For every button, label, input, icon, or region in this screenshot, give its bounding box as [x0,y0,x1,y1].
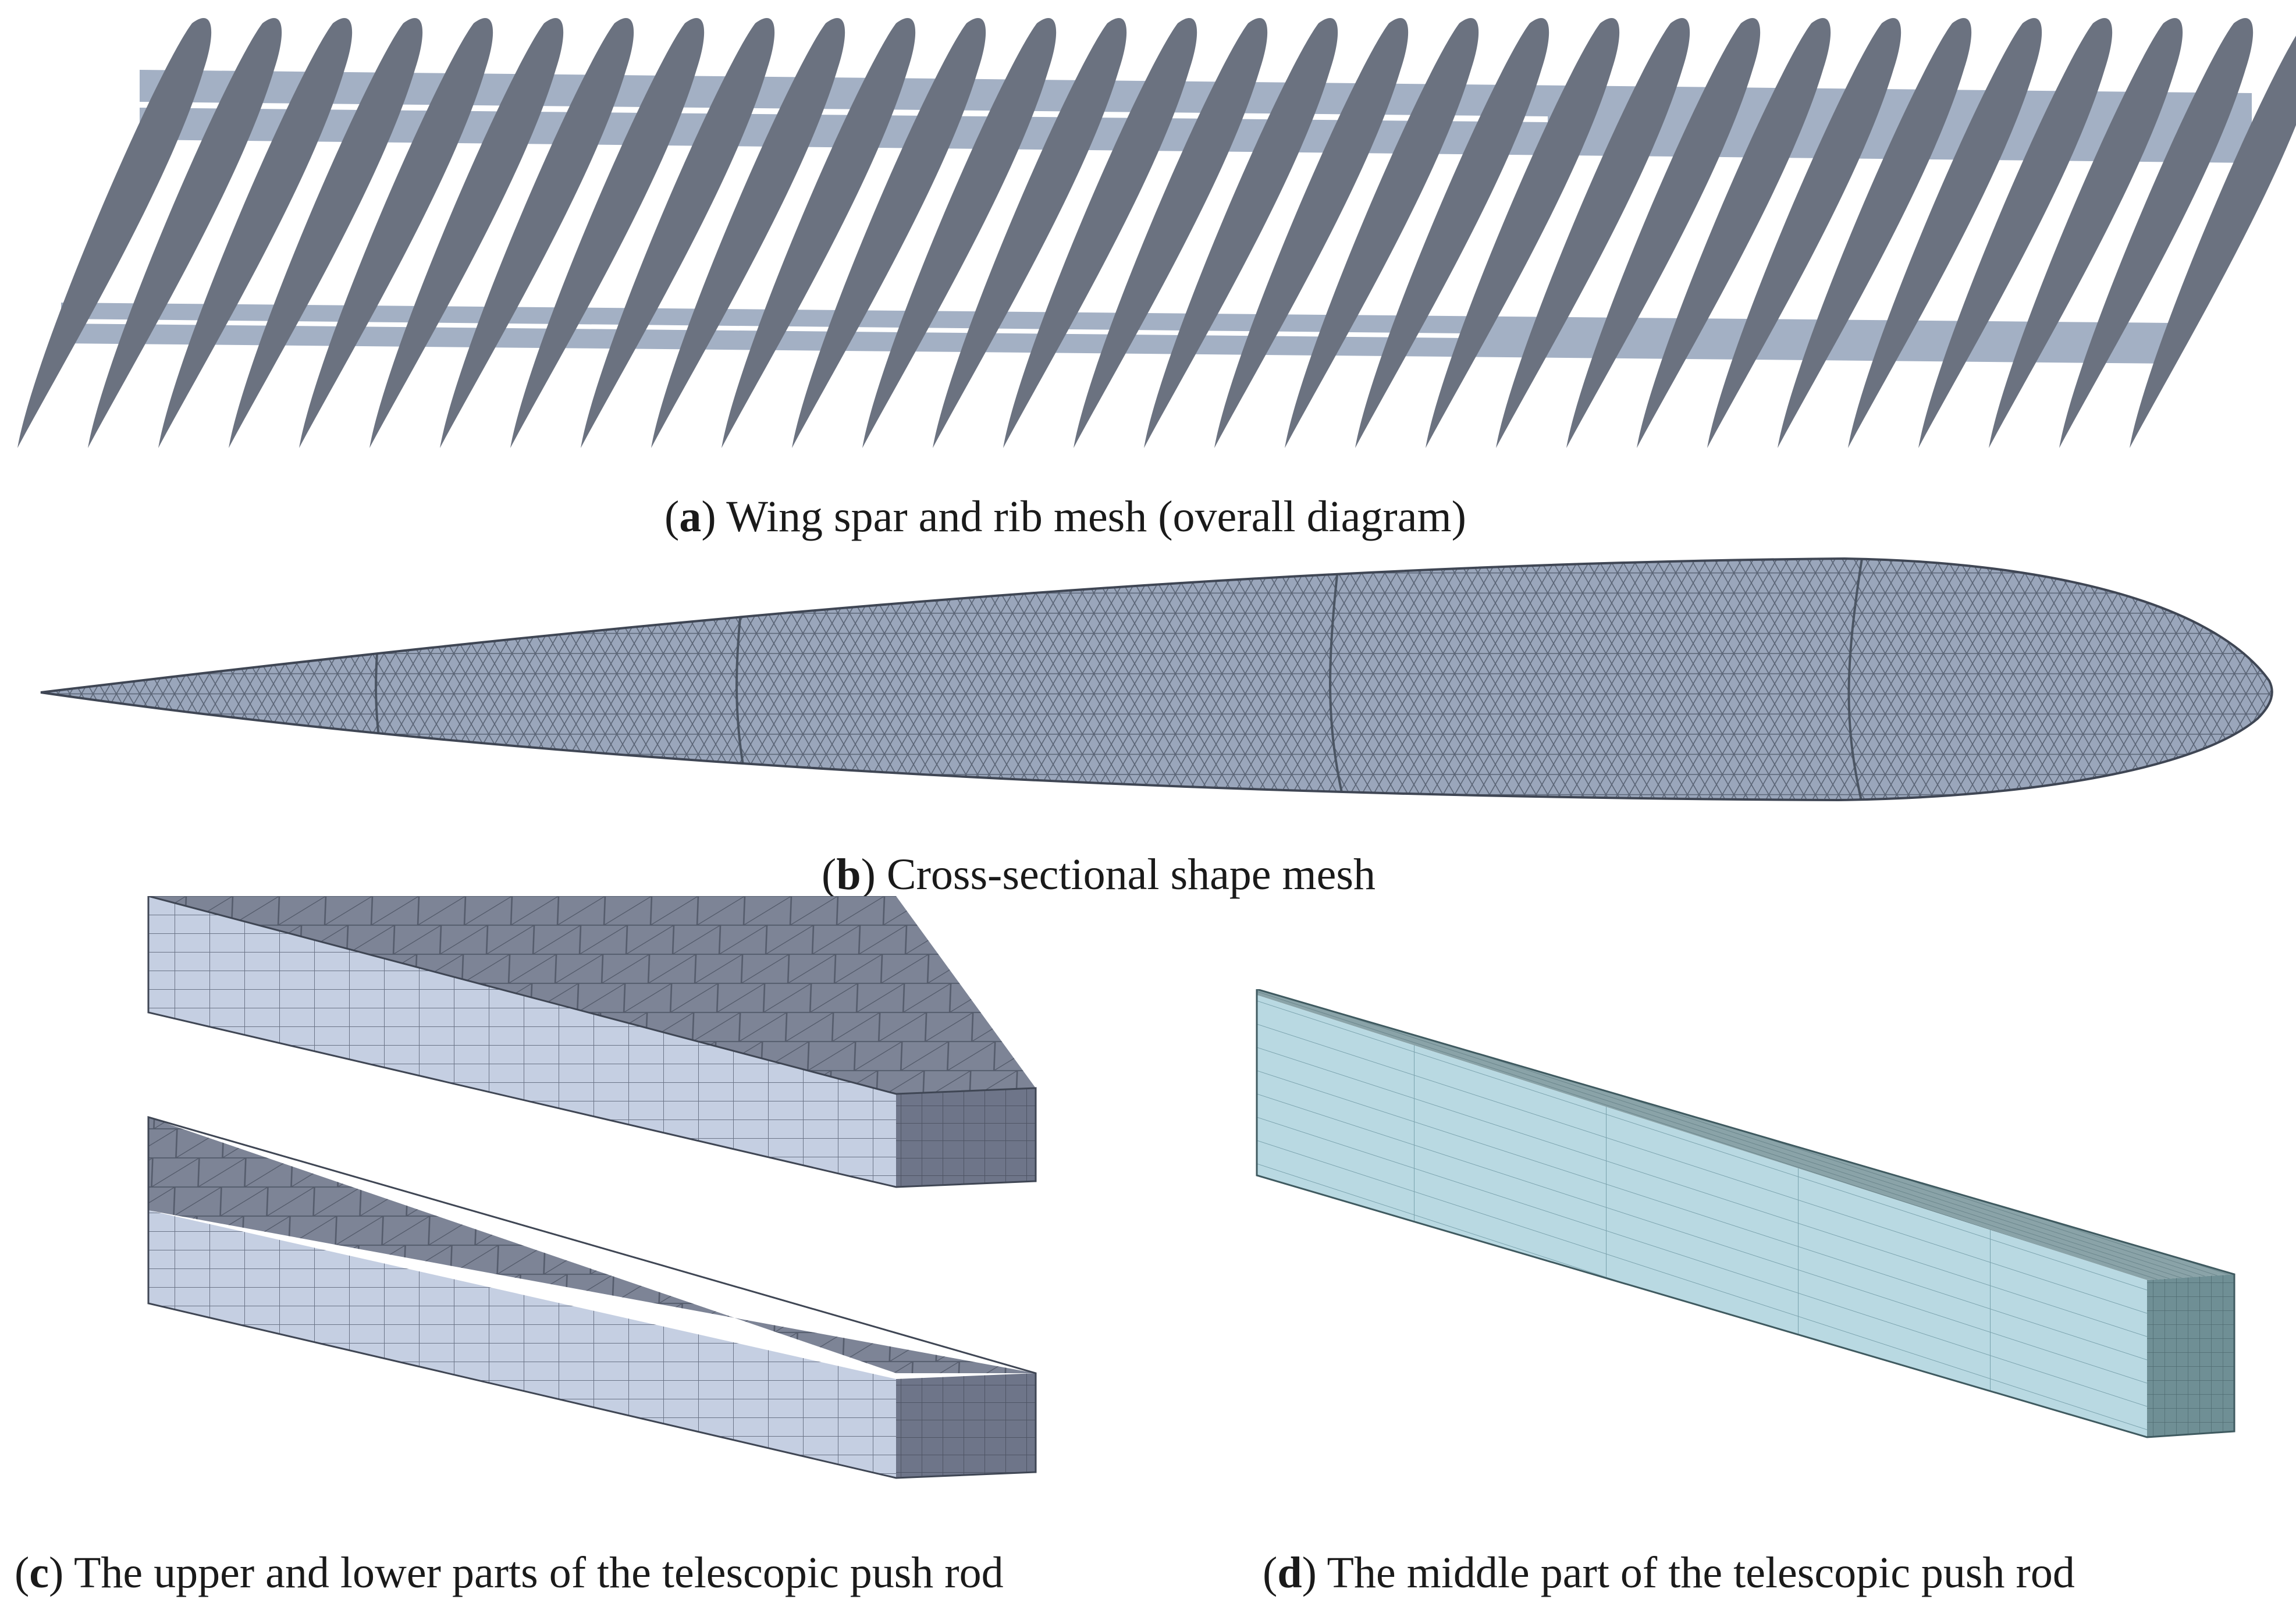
caption-c-letter: c [29,1548,49,1597]
rib [158,18,353,448]
caption-c: (c) The upper and lower parts of the tel… [15,1548,1004,1597]
panel-b-cross-section [0,553,2296,844]
cross-section-mesh-drawing [40,557,2273,802]
rib [1848,18,2042,448]
rib [862,18,1057,448]
rib [88,18,282,448]
rib [1285,18,1479,448]
lower-rod [147,1116,1037,1479]
rod-middle-drawing [1256,989,2235,1438]
rib [1214,18,1409,448]
rib [2059,18,2254,448]
caption-a-text: Wing spar and rib mesh (overall diagram) [726,492,1466,541]
caption-a: (a) Wing spar and rib mesh (overall diag… [664,492,1466,541]
rib [651,18,845,448]
rib [229,18,423,448]
rib [1074,18,1268,448]
rib [1003,18,1197,448]
rib [17,18,212,448]
caption-d-text: The middle part of the telescopic push r… [1327,1548,2075,1597]
upper-rod [147,896,1037,1188]
caption-d-letter: d [1277,1548,1302,1597]
rod-upper-lower-drawing [147,896,1037,1479]
airfoil-mesh [41,559,2272,800]
rib [1355,18,1549,448]
caption-b-text: Cross-sectional shape mesh [886,850,1376,899]
rib [299,18,493,448]
rib-group [17,18,2296,448]
rib [510,18,705,448]
rib [1707,18,1902,448]
rib [2130,35,2296,448]
caption-d: (d) The middle part of the telescopic pu… [1263,1548,2075,1597]
rib [1566,18,1761,448]
caption-a-letter: a [679,492,702,541]
rib [933,18,1127,448]
rib [1426,18,1620,448]
rib [722,18,916,448]
rib [581,18,775,448]
rib [440,18,634,448]
rib [1496,18,1690,448]
rib [369,18,564,448]
rib [1637,18,1831,448]
caption-b-letter: b [836,850,861,899]
caption-c-text: The upper and lower parts of the telesco… [73,1548,1004,1597]
rib [792,18,986,448]
rib [1989,18,2183,448]
rib [1778,18,1972,448]
panel-d-rod-middle [1222,989,2296,1513]
caption-b: (b) Cross-sectional shape mesh [822,850,1376,899]
panel-a-wing-spar-rib [0,0,2296,483]
rib [1918,18,2113,448]
rib [1144,18,1338,448]
panel-c-rod-upper-lower [0,896,1164,1524]
wing-spar-rib-drawing [17,18,2296,448]
